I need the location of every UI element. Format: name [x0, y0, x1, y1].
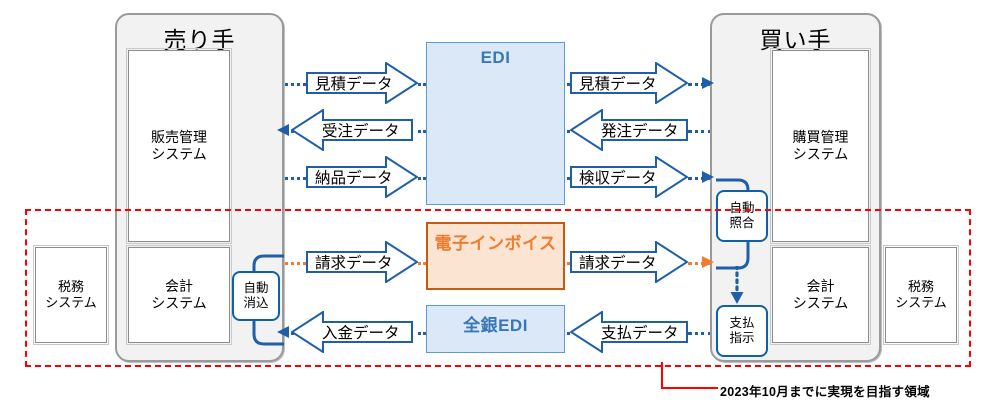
buyer-tax-system-box: 税務 システム — [883, 245, 959, 345]
arrowhead-order-into-seller — [277, 124, 289, 136]
seller-auto-clear-line2: 消込 — [243, 296, 269, 310]
buyer-purchase-line1: 購買管理 — [792, 128, 849, 145]
buyer-payment-line2: 指示 — [729, 331, 755, 345]
seller-accounting-line2: システム — [151, 295, 207, 311]
buyer-auto-match-line1: 自動 — [729, 201, 755, 215]
buyer-payment-instruction-box: 支払 指示 — [716, 305, 768, 357]
seller-auto-clear-box: 自動 消込 — [232, 271, 280, 321]
buyer-auto-match-box: 自動 照合 — [716, 190, 768, 242]
flow-arrow-right-0-label: 見積データ — [579, 76, 657, 93]
zengin-edi-network-box: 全銀EDI — [426, 305, 565, 353]
seller-auto-clear-line1: 自動 — [243, 281, 269, 295]
connector-order-right — [688, 130, 712, 133]
connector-delivery-left — [278, 177, 306, 180]
seller-tax-line1: 税務 — [57, 278, 84, 294]
flow-arrow-left-1-label: 受注データ — [322, 123, 400, 140]
buyer-title: 買い手 — [759, 27, 832, 53]
flow-arrow-right-2-label: 検収データ — [579, 170, 657, 187]
connector-invoice-left — [278, 262, 306, 265]
flow-arrow-right-0: 見積データ — [570, 62, 688, 104]
seller-tax-system-box: 税務 システム — [33, 245, 109, 345]
buyer-tax-line1: 税務 — [907, 278, 934, 294]
flow-arrow-right-2: 検収データ — [570, 156, 688, 198]
seller-sales-system-line2: システム — [151, 146, 207, 162]
edi-label: EDI — [480, 48, 511, 67]
seller-accounting-line1: 会計 — [165, 277, 193, 294]
arrowhead-quote-into-buyer — [702, 77, 714, 89]
caption-leader-line — [661, 362, 718, 389]
flow-arrow-left-0: 見積データ — [306, 62, 418, 104]
target-region-caption: 2023年10月までに実現を目指す領域 — [720, 385, 930, 399]
flow-arrow-left-0-label: 見積データ — [315, 76, 393, 93]
buyer-accounting-line2: システム — [792, 295, 849, 311]
flow-arrow-right-1-label: 発注データ — [601, 123, 679, 140]
seller-tax-line2: システム — [45, 295, 97, 310]
flow-arrow-right-4-label: 支払データ — [601, 325, 679, 342]
flow-arrow-right-4: 支払データ — [570, 311, 688, 353]
flow-arrow-right-3-label: 請求データ — [579, 255, 657, 272]
connector-quote-left — [278, 83, 306, 86]
zengin-edi-label: 全銀EDI — [463, 316, 528, 335]
connector-invoice-right — [688, 262, 712, 265]
connector-auto-match-to-payment — [730, 266, 744, 304]
flow-arrow-right-3: 請求データ — [570, 241, 688, 283]
connector-payment-right — [688, 332, 712, 335]
flow-arrow-left-2: 納品データ — [306, 156, 418, 198]
edi-network-box: EDI — [426, 42, 565, 205]
buyer-accounting-system-box: 会計 システム — [770, 245, 871, 345]
einvoice-network-box: 電子インボイス — [426, 222, 565, 290]
flow-arrow-left-3-label: 請求データ — [315, 255, 393, 272]
einvoice-label: 電子インボイス — [434, 234, 557, 253]
flow-arrow-left-2-label: 納品データ — [315, 170, 393, 187]
seller-sales-system-box: 販売管理 システム — [126, 48, 232, 244]
connector-delivery-right — [688, 177, 712, 180]
connector-quote-right — [688, 83, 712, 86]
buyer-auto-match-line2: 照合 — [729, 216, 755, 230]
seller-sales-system-line1: 販売管理 — [151, 128, 207, 145]
buyer-tax-line2: システム — [895, 295, 947, 310]
buyer-payment-line1: 支払 — [729, 316, 755, 330]
buyer-purchase-system-box: 購買管理 システム — [770, 48, 871, 244]
flow-arrow-left-3: 請求データ — [306, 241, 418, 283]
buyer-accounting-line1: 会計 — [806, 277, 835, 294]
flow-arrow-left-1: 受注データ — [291, 109, 413, 151]
seller-accounting-system-box: 会計 システム — [126, 245, 232, 345]
arrowhead-invoice-into-buyer — [702, 256, 714, 268]
buyer-purchase-line2: システム — [792, 146, 849, 162]
flow-arrow-left-4-label: 入金データ — [322, 325, 400, 342]
flow-arrow-right-1: 発注データ — [570, 109, 688, 151]
arrowhead-delivery-into-buyer — [702, 171, 714, 183]
arrowhead-payment-into-seller — [277, 326, 289, 338]
seller-title: 売り手 — [163, 27, 236, 53]
flow-arrow-left-4: 入金データ — [291, 311, 413, 353]
